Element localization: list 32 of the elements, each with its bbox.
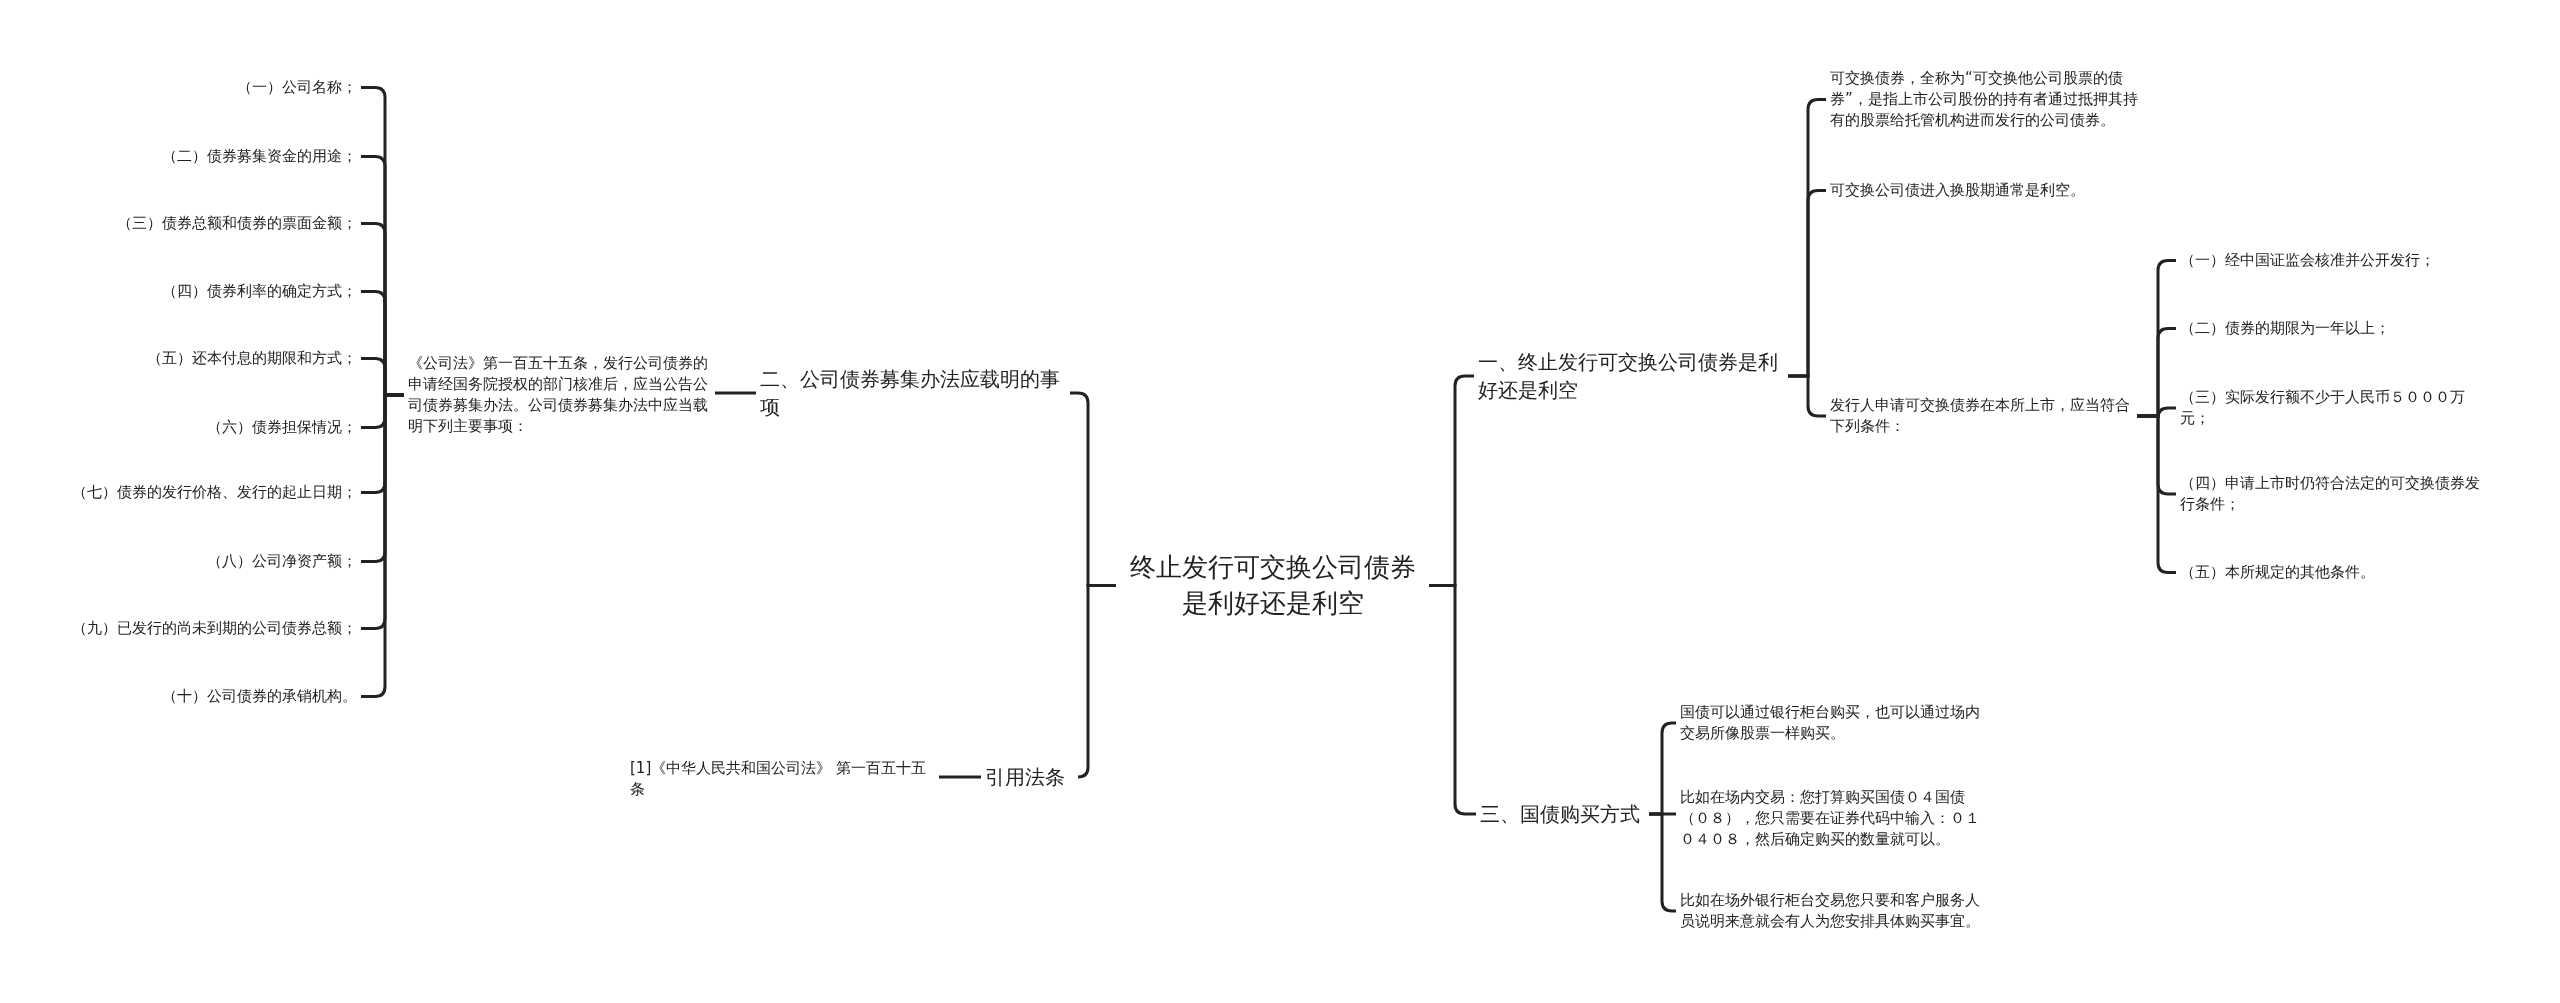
connector-line [939, 775, 981, 779]
topic-text: 比如在场内交易：您打算购买国债０４国债（０８），您只需要在证券代码中输入：０１０４０８，然后确定购买的数量就可以。 [1680, 787, 1983, 850]
topic-text: （九）已发行的尚未到期的公司债券总额； [40, 618, 357, 639]
topic-text: （一）经中国证监会核准并公开发行； [2180, 250, 2483, 271]
topic-text: （四）申请上市时仍符合法定的可交换债券发行条件； [2180, 473, 2483, 515]
central-topic: 终止发行可交换公司债券是利好还是利空 [1120, 549, 1425, 622]
topic-text: （二）债券的期限为一年以上； [2180, 318, 2483, 339]
topic-text: （五）还本付息的期限和方式； [40, 348, 357, 369]
topic-text: （一）公司名称； [40, 77, 357, 98]
topic-text: 国债可以通过银行柜台购买，也可以通过场内交易所像股票一样购买。 [1680, 702, 1983, 744]
topic-text: （十）公司债券的承销机构。 [40, 686, 357, 707]
topic-text: [1]《中华人民共和国公司法》 第一百五十五条 [630, 758, 935, 800]
topic-text: 可交换公司债进入换股期通常是利空。 [1830, 180, 2160, 201]
topic-text: （五）本所规定的其他条件。 [2180, 562, 2483, 583]
topic-text: 三、国债购买方式 [1480, 800, 1645, 828]
topic-text: 引用法条 [985, 763, 1075, 791]
topic-text: （三）实际发行额不少于人民币５０００万元； [2180, 387, 2483, 429]
connector-line [1788, 374, 1826, 418]
topic-text: （三）债券总额和债券的票面金额； [40, 213, 357, 234]
topic-text: （四）债券利率的确定方式； [40, 281, 357, 302]
topic-text: 比如在场外银行柜台交易您只要和客户服务人员说明来意就会有人为您安排具体购买事宜。 [1680, 890, 1983, 932]
topic-text: 二、公司债券募集办法应载明的事项 [760, 365, 1066, 421]
topic-text: 一、终止发行可交换公司债券是利好还是利空 [1478, 348, 1784, 404]
topic-text: （二）债券募集资金的用途； [40, 146, 357, 167]
topic-text: （八）公司净资产额； [40, 551, 357, 572]
topic-text: 发行人申请可交换债券在本所上市，应当符合下列条件： [1830, 395, 2133, 437]
topic-text: （七）债券的发行价格、发行的起止日期； [40, 482, 357, 503]
connector-line [715, 391, 756, 395]
topic-text: 可交换债券，全称为“可交换他公司股票的债券”，是指上市公司股份的持有者通过抵押其持有的股票给托管机构进而发行的公司债券。 [1830, 68, 2142, 131]
topic-text: （六）债券担保情况； [40, 417, 357, 438]
topic-text: 《公司法》第一百五十五条，发行公司债券的申请经国务院授权的部门核准后，应当公告公司债券募集办法。公司债券募集办法中应当载明下列主要事项： [408, 353, 711, 437]
connector-line [1076, 583, 1116, 779]
